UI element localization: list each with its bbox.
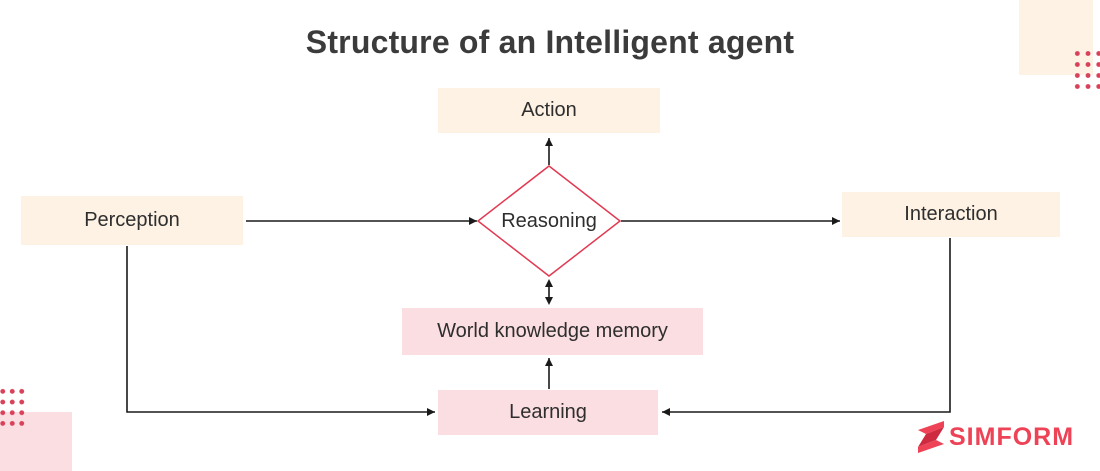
simform-logo-icon: [918, 421, 944, 453]
node-learning-label: Learning: [509, 401, 587, 423]
node-perception: Perception: [21, 196, 243, 245]
node-learning: Learning: [438, 390, 658, 435]
page-title: Structure of an Intelligent agent: [305, 24, 795, 60]
edge-reasoning-wkm-arrowhead-up: [545, 279, 553, 287]
node-interaction-label: Interaction: [904, 203, 998, 225]
edge-reasoning-wkm-arrowhead-down: [545, 297, 553, 305]
node-interaction: Interaction: [842, 192, 1060, 237]
node-action-label: Action: [521, 99, 577, 121]
decor-dots-top-right: [1072, 48, 1100, 92]
node-world-knowledge-memory: World knowledge memory: [402, 308, 703, 355]
node-perception-label: Perception: [84, 209, 180, 231]
simform-logo: SIMFORM: [916, 418, 1074, 456]
node-reasoning: Reasoning: [478, 196, 620, 246]
edge-perception-learning: [126, 246, 435, 416]
node-reasoning-label: Reasoning: [501, 209, 597, 232]
node-action: Action: [438, 88, 660, 133]
reasoning-diamond: [476, 165, 622, 277]
edge-interaction-learning: [662, 238, 951, 416]
simform-logo-text: SIMFORM: [949, 422, 1075, 451]
node-world-knowledge-memory-label: World knowledge memory: [437, 320, 668, 342]
decor-dots-bottom-left: [0, 386, 27, 429]
